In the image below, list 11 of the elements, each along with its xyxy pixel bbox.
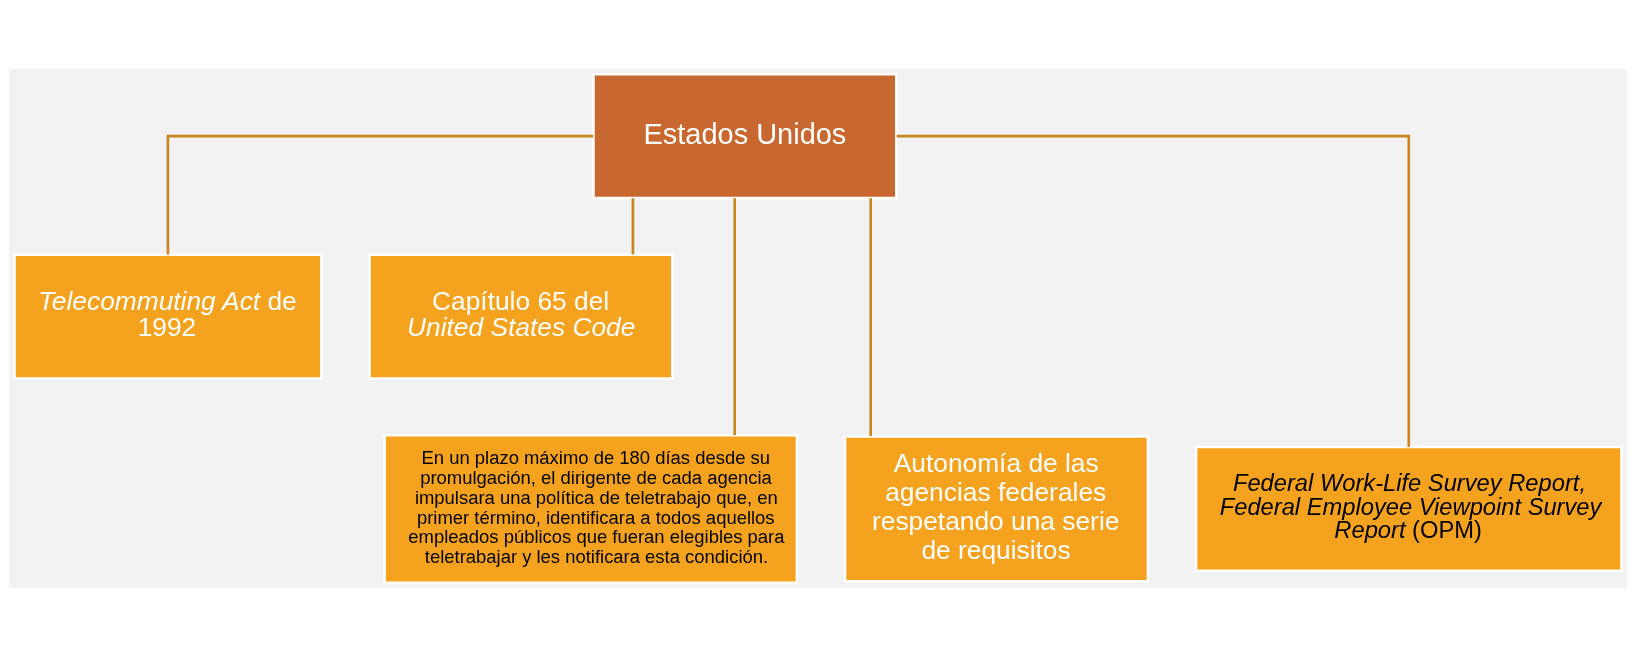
connector: [896, 134, 1411, 447]
connector: [733, 198, 736, 435]
node-box: En un plazo máximo de 180 días desde su promulgación, el dirigente de cada agencia impulsara una política de teletrabajo que, en primer término, identificara a todos aquellos empleados públicos que fueran elegibles para teletrabajar y les notificara esta condición.: [383, 433, 799, 585]
connector: [166, 134, 594, 255]
node-box: Estados Unidos: [592, 72, 898, 200]
node-box: Capítulo 65 del United States Code: [368, 253, 674, 380]
node-box: Telecommuting Act de 1992: [13, 253, 323, 380]
connector: [631, 198, 635, 255]
node-box: Federal Work-Life Survey Report, Federal Employee Viewpoint Survey Report (OPM): [1194, 445, 1623, 573]
node-box: Autonomía de las agencias federales respetando una serie de requisitos: [843, 435, 1150, 583]
connector: [869, 198, 872, 436]
